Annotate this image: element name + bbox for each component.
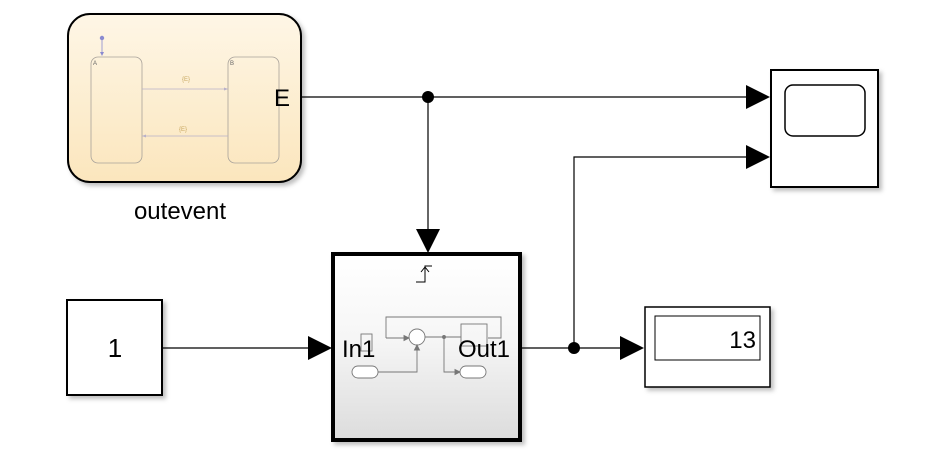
constant-value: 1 [108, 333, 122, 363]
display-block[interactable]: 13 [644, 306, 771, 388]
chart-output-port-label: E [274, 85, 290, 112]
arrowhead-scope-in2 [746, 145, 770, 169]
state-b-label: B [230, 61, 234, 67]
transition-b-to-a-label: {E} [179, 127, 187, 133]
display-value: 13 [729, 327, 756, 354]
signal-lines [162, 96, 752, 349]
constant-block[interactable]: 1 [66, 299, 163, 396]
subsystem-preview-icon [351, 316, 502, 379]
arrowhead-display [620, 336, 644, 360]
state-b [227, 56, 280, 164]
scope-screen-icon [784, 84, 866, 137]
chart-block-name[interactable]: outevent [134, 198, 226, 225]
triggered-subsystem-block[interactable]: In1 Out1 [331, 252, 522, 442]
stateflow-chart-block[interactable]: A B {E} {E} E [67, 13, 302, 183]
arrowhead-in1 [308, 336, 332, 360]
arrowhead-trigger [416, 229, 440, 253]
rising-edge-trigger-icon [416, 265, 432, 283]
subsystem-output-port-label: Out1 [458, 336, 510, 363]
arrowhead-scope-in1 [746, 85, 770, 109]
default-transition-dot [99, 35, 105, 41]
branch-point-out1 [568, 342, 580, 354]
display-readout [654, 315, 761, 361]
branch-point-event [422, 91, 434, 103]
state-a [90, 56, 143, 164]
scope-block[interactable] [770, 69, 879, 188]
signal-line-out1-to-scope[interactable] [573, 156, 752, 348]
subsystem-input-port-label: In1 [342, 336, 375, 363]
transition-a-to-b-label: {E} [182, 77, 190, 83]
state-a-label: A [93, 61, 97, 67]
